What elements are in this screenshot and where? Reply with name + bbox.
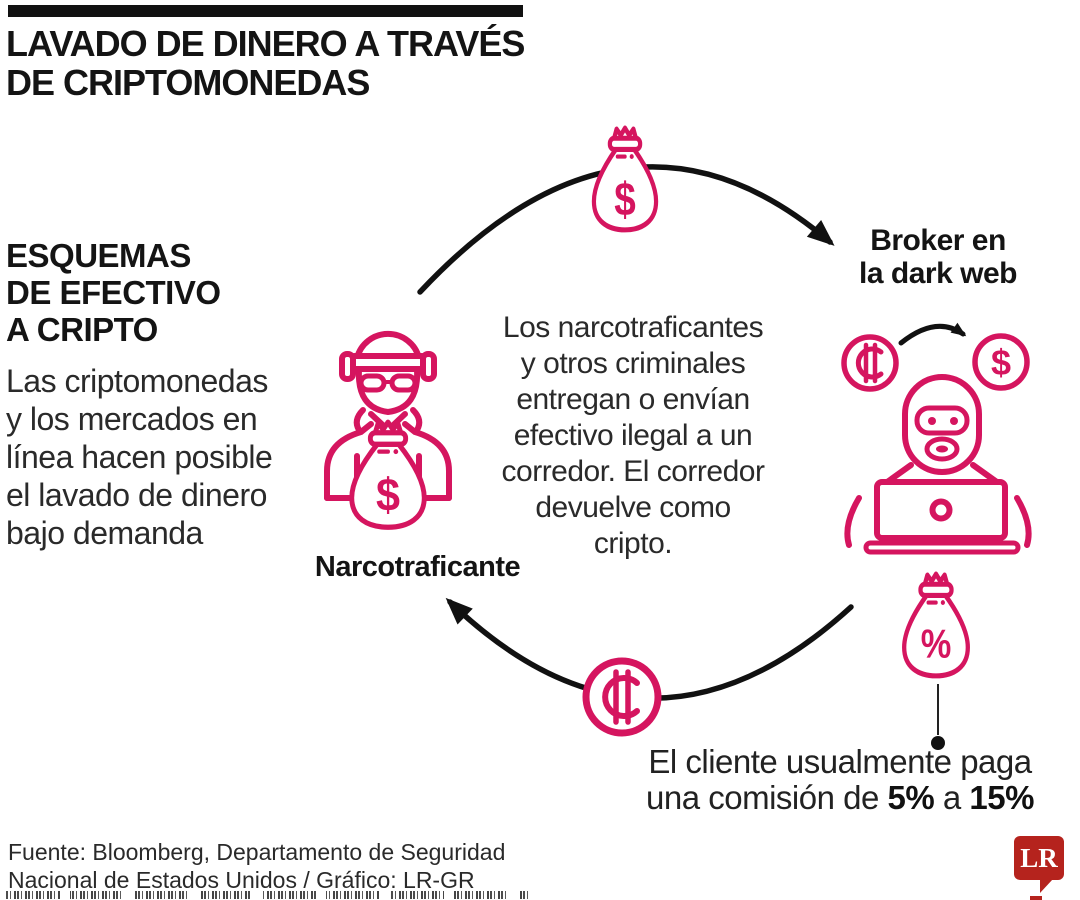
commission-prefix: una comisión de [646,779,888,816]
commission-line2: una comisión de 5% a 15% [605,780,1075,816]
crypto-coin-large-icon [582,657,662,737]
lr-logo-artifact [1030,896,1042,900]
laptop-logo-dot [929,498,953,522]
percent-glyph: % [921,621,952,666]
laptop-screen [874,479,1008,541]
commission-note: El cliente usualmente paga una comisión … [605,744,1075,816]
commission-callout-dot [931,736,945,750]
dollar-glyph: $ [991,342,1011,383]
crypto-coin-icon [841,334,899,392]
dollar-glyph: $ [376,470,400,521]
lr-logo-tail [1040,879,1053,893]
money-bag-percent-icon: % [902,571,970,679]
commission-low-value: 5% [887,779,935,816]
arm-right [1014,495,1032,548]
sunglasses-right-lens [389,373,418,393]
scheme-description: Las criptomonedas y los mercados en líne… [6,363,273,551]
hood-left [353,407,366,433]
hood-right [410,407,423,433]
lr-logo: LR [1014,836,1064,880]
beanie-dome [354,330,422,361]
laptop-base [863,540,1021,555]
money-bag-dollar-icon: $ [591,125,659,233]
dollar-glyph: $ [614,174,636,226]
face-outline [355,367,421,415]
flow-description: Los narcotraficantes y otros criminales … [501,311,765,560]
eye-slot [914,405,970,436]
sunglasses-left-lens [358,373,387,393]
commission-line1: El cliente usualmente paga [648,743,1032,780]
page-title: LAVADO DE DINERO A TRAVÉS DE CRIPTOMONED… [6,23,525,103]
header-rule-bar [8,5,523,17]
broker-label: Broker en la dark web [859,224,1017,290]
darkweb-hacker-icon: $ [841,322,1032,555]
dollar-coin-icon: $ [972,333,1030,391]
clipped-text-artifact [6,891,530,899]
torso-left [324,421,374,501]
commission-connector: a [934,779,970,816]
scheme-heading: ESQUEMAS DE EFECTIVO A CRIPTO [6,237,221,348]
narco-money-bag: $ [349,419,427,530]
torso-right [402,421,452,501]
arm-left [844,495,862,548]
source-credit: Fuente: Bloomberg, Departamento de Segur… [8,839,506,893]
narco-person-icon: $ [324,330,452,530]
beanie-band [346,353,430,372]
lr-logo-text: LR [1020,842,1058,873]
narco-label: Narcotraficante [314,551,521,583]
exchange-arrow [898,322,967,346]
commission-high-value: 15% [969,779,1034,816]
mouth-opening [924,436,960,462]
